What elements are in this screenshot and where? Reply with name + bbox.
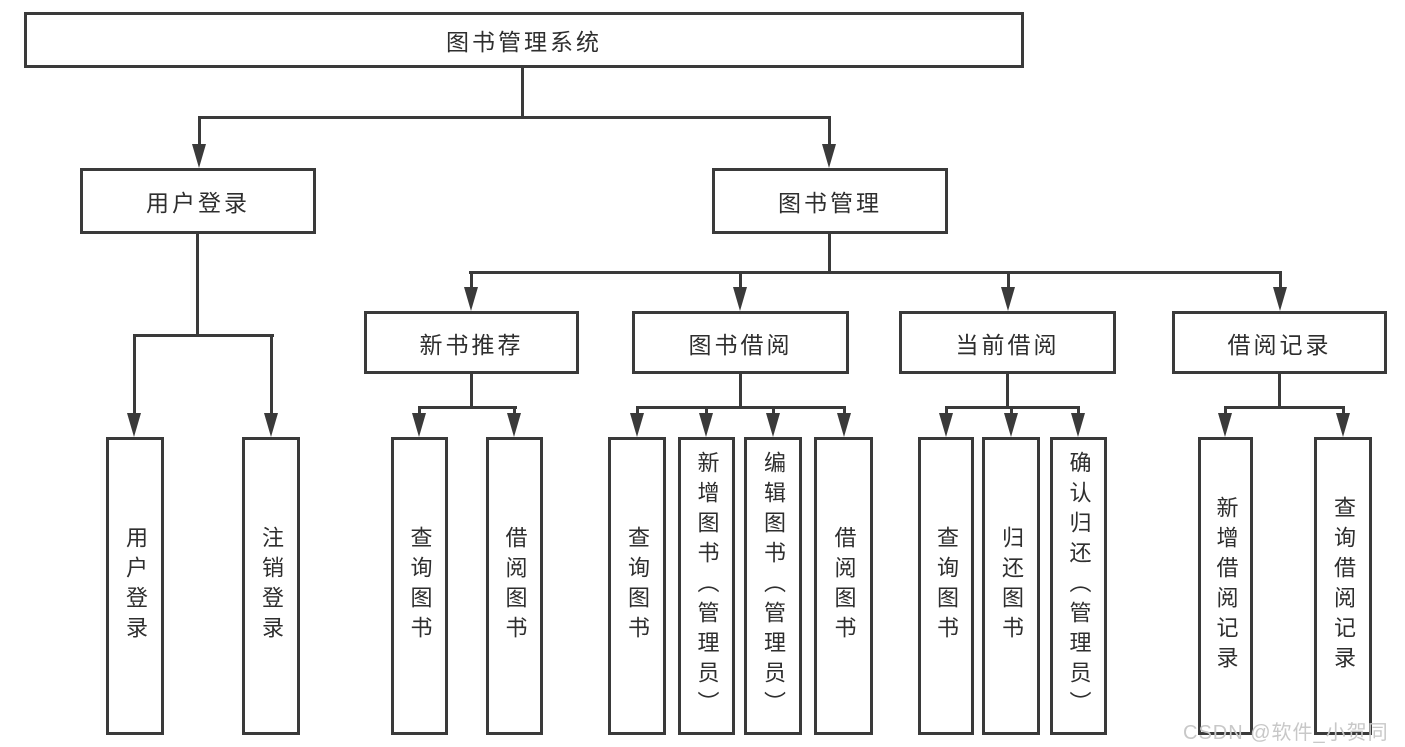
connector-shaft	[828, 116, 831, 148]
leaf-logout: 注销登录	[242, 437, 300, 735]
node-book-management: 图书管理	[712, 168, 948, 234]
arrow-down-icon	[1218, 413, 1232, 437]
connector-book-mgmt-branch	[469, 271, 1282, 274]
leaf-return-books: 归还图书	[982, 437, 1040, 735]
arrow-down-icon	[766, 413, 780, 437]
arrow-down-icon	[733, 287, 747, 311]
connector-shaft	[1077, 406, 1080, 416]
arrow-down-icon	[507, 413, 521, 437]
connector-root-stem	[521, 66, 524, 119]
leaf-query-books-borrowing: 查询图书	[608, 437, 666, 735]
node-library-system-root: 图书管理系统	[24, 12, 1024, 68]
node-book-borrowing: 图书借阅	[632, 311, 849, 374]
leaf-borrow-books-recommend: 借阅图书	[486, 437, 543, 735]
connector-shaft	[636, 406, 639, 416]
connector-new-book-branch	[418, 406, 517, 409]
arrow-down-icon	[630, 413, 644, 437]
connector-shaft	[739, 271, 742, 289]
connector-new-book-stem	[470, 372, 473, 409]
connector-shaft	[705, 406, 708, 416]
arrow-down-icon	[1273, 287, 1287, 311]
arrow-down-icon	[939, 413, 953, 437]
connector-shaft	[198, 116, 201, 148]
connector-shaft	[470, 271, 473, 289]
node-borrowing-records: 借阅记录	[1172, 311, 1387, 374]
node-user-login: 用户登录	[80, 168, 316, 234]
connector-shaft	[133, 334, 136, 416]
leaf-borrow-books-borrowing: 借阅图书	[814, 437, 873, 735]
arrow-down-icon	[127, 413, 141, 437]
connector-shaft	[945, 406, 948, 416]
connector-records-stem	[1278, 372, 1281, 409]
connector-current-borrow-stem	[1006, 372, 1009, 409]
node-current-borrowing: 当前借阅	[899, 311, 1116, 374]
leaf-user-login: 用户登录	[106, 437, 164, 735]
leaf-add-borrowing-record: 新增借阅记录	[1198, 437, 1253, 735]
connector-book-borrow-branch	[636, 406, 846, 409]
connector-shaft	[270, 334, 273, 416]
node-new-book-recommendation: 新书推荐	[364, 311, 579, 374]
connector-shaft	[843, 406, 846, 416]
arrow-down-icon	[699, 413, 713, 437]
connector-root-branch	[198, 116, 830, 119]
connector-records-branch	[1224, 406, 1345, 409]
leaf-confirm-return-admin: 确认归还（管理员）	[1050, 437, 1107, 735]
arrow-down-icon	[412, 413, 426, 437]
connector-shaft	[1279, 271, 1282, 289]
arrow-down-icon	[837, 413, 851, 437]
arrow-down-icon	[1004, 413, 1018, 437]
connector-shaft	[1007, 271, 1010, 289]
leaf-add-books-admin: 新增图书（管理员）	[678, 437, 735, 735]
connector-shaft	[418, 406, 421, 416]
leaf-query-books-current: 查询图书	[918, 437, 974, 735]
arrow-down-icon	[1071, 413, 1085, 437]
connector-shaft	[772, 406, 775, 416]
arrow-down-icon	[822, 144, 836, 168]
connector-user-login-branch	[133, 334, 274, 337]
arrow-down-icon	[1001, 287, 1015, 311]
csdn-watermark: CSDN @软件_小贺同学	[1183, 722, 1389, 744]
connector-shaft	[513, 406, 516, 416]
leaf-edit-books-admin: 编辑图书（管理员）	[744, 437, 802, 735]
arrow-down-icon	[192, 144, 206, 168]
connector-user-login-stem	[196, 232, 199, 336]
connector-book-mgmt-stem	[828, 232, 831, 274]
connector-shaft	[1224, 406, 1227, 416]
arrow-down-icon	[1336, 413, 1350, 437]
leaf-query-borrowing-record: 查询借阅记录	[1314, 437, 1372, 735]
arrow-down-icon	[264, 413, 278, 437]
connector-book-borrow-stem	[739, 372, 742, 409]
connector-shaft	[1342, 406, 1345, 416]
connector-shaft	[1010, 406, 1013, 416]
leaf-query-books-recommend: 查询图书	[391, 437, 448, 735]
arrow-down-icon	[464, 287, 478, 311]
